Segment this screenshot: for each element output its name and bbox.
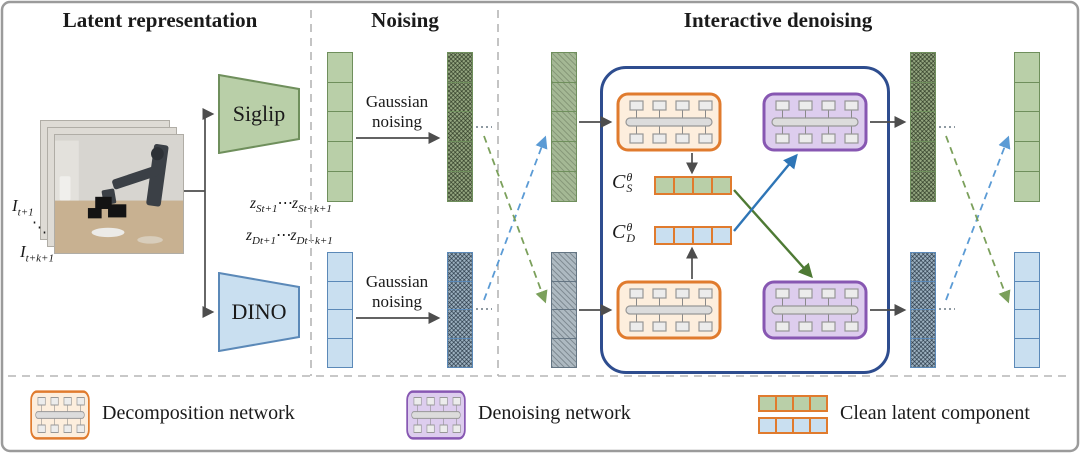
latent-cell [910, 337, 936, 369]
latent-cell [551, 81, 577, 113]
latent-cell [1014, 337, 1040, 369]
right-cross-dashed-arrows [939, 126, 1011, 310]
latent-cell [551, 337, 577, 369]
gaussian-noising-label-bottom: Gaussian noising [365, 272, 429, 312]
latent-cell [711, 226, 732, 245]
latent-cell [1014, 280, 1040, 311]
legend-clean-label: Clean latent component [840, 402, 1030, 424]
latent-cell [447, 81, 473, 113]
section-title-interactive-denoising: Interactive denoising [683, 8, 873, 32]
latent-cell [1014, 252, 1040, 283]
latent-stack-dino-output [1014, 252, 1040, 369]
frame-label-last: It+k+1 [20, 242, 54, 265]
decomposition-network-bottom [616, 280, 722, 340]
latent-stack-dino-step [551, 252, 577, 369]
latent-stack-semantic-step [551, 52, 577, 203]
decomposition-network-top [616, 92, 722, 152]
denoising-network-bottom [762, 280, 868, 340]
latent-cell [910, 81, 936, 113]
latent-cell [447, 309, 473, 340]
latent-cell [654, 226, 675, 245]
section-title-noising: Noising [371, 8, 439, 32]
robot-image [40, 120, 190, 260]
latent-cell [1014, 141, 1040, 173]
frame-label-first: It+1 [12, 196, 34, 219]
latent-stack-semantic-output [1014, 52, 1040, 203]
latent-stack-semantic-noised [447, 52, 473, 203]
latent-cell [692, 176, 713, 195]
latent-cell [551, 141, 577, 173]
latent-stack-dino-denoised [910, 252, 936, 369]
latent-cell [447, 111, 473, 143]
latent-cell [551, 111, 577, 143]
latent-cell [551, 309, 577, 340]
z-semantic-label: zSt+1⋯zSt+k+1 [250, 195, 332, 216]
latent-cell [809, 395, 828, 412]
siglip-label: Siglip [232, 101, 286, 126]
latent-cell [910, 252, 936, 283]
latent-cell [327, 337, 353, 369]
latent-cell [910, 280, 936, 311]
latent-cell [910, 309, 936, 340]
siglip-encoder: Siglip [218, 74, 300, 154]
clean-component-row-dino [654, 226, 732, 245]
latent-cell [551, 280, 577, 311]
latent-cell [673, 176, 694, 195]
robot-image-frame-front [54, 134, 184, 254]
latent-cell [809, 417, 828, 434]
legend-denoising-label: Denoising network [478, 402, 631, 424]
gaussian-noising-label-top: Gaussian noising [365, 92, 429, 132]
latent-cell [692, 226, 713, 245]
latent-cell [327, 170, 353, 203]
latent-cell [910, 111, 936, 143]
latent-cell [551, 170, 577, 203]
latent-cell [551, 252, 577, 283]
legend-decomposition-icon [30, 390, 90, 440]
latent-cell [1014, 52, 1040, 84]
latent-cell [1014, 111, 1040, 143]
robot-scene-illustration [55, 135, 183, 253]
latent-cell [711, 176, 732, 195]
legend-clean-green-row [758, 395, 828, 412]
latent-cell [551, 52, 577, 84]
frame-label-dots: ⋱ [32, 220, 47, 236]
latent-cell [910, 170, 936, 203]
dino-label: DINO [231, 299, 287, 324]
z-dino-label: zDt+1⋯zDt+k+1 [246, 227, 333, 248]
latent-cell [327, 309, 353, 340]
latent-cell [1014, 309, 1040, 340]
denoising-network-top [762, 92, 868, 152]
section-title-latent-representation: Latent representation [62, 8, 258, 32]
latent-cell [447, 280, 473, 311]
latent-cell [447, 52, 473, 84]
latent-cell [447, 170, 473, 203]
legend-clean-blue-row [758, 417, 828, 434]
latent-cell [447, 337, 473, 369]
latent-cell [447, 141, 473, 173]
latent-cell [673, 226, 694, 245]
dino-encoder: DINO [218, 272, 300, 352]
latent-cell [1014, 81, 1040, 113]
legend-decomposition-label: Decomposition network [102, 402, 295, 424]
latent-cell [327, 141, 353, 173]
left-cross-dashed-arrows [476, 126, 548, 310]
latent-stack-semantic-denoised [910, 52, 936, 203]
latent-cell [910, 141, 936, 173]
latent-cell [447, 252, 473, 283]
latent-cell [654, 176, 675, 195]
clean-component-row-semantic [654, 176, 732, 195]
legend-denoising-icon [406, 390, 466, 440]
latent-cell [327, 52, 353, 84]
latent-stack-dino-noised [447, 252, 473, 369]
latent-cell [1014, 170, 1040, 203]
latent-cell [910, 52, 936, 84]
